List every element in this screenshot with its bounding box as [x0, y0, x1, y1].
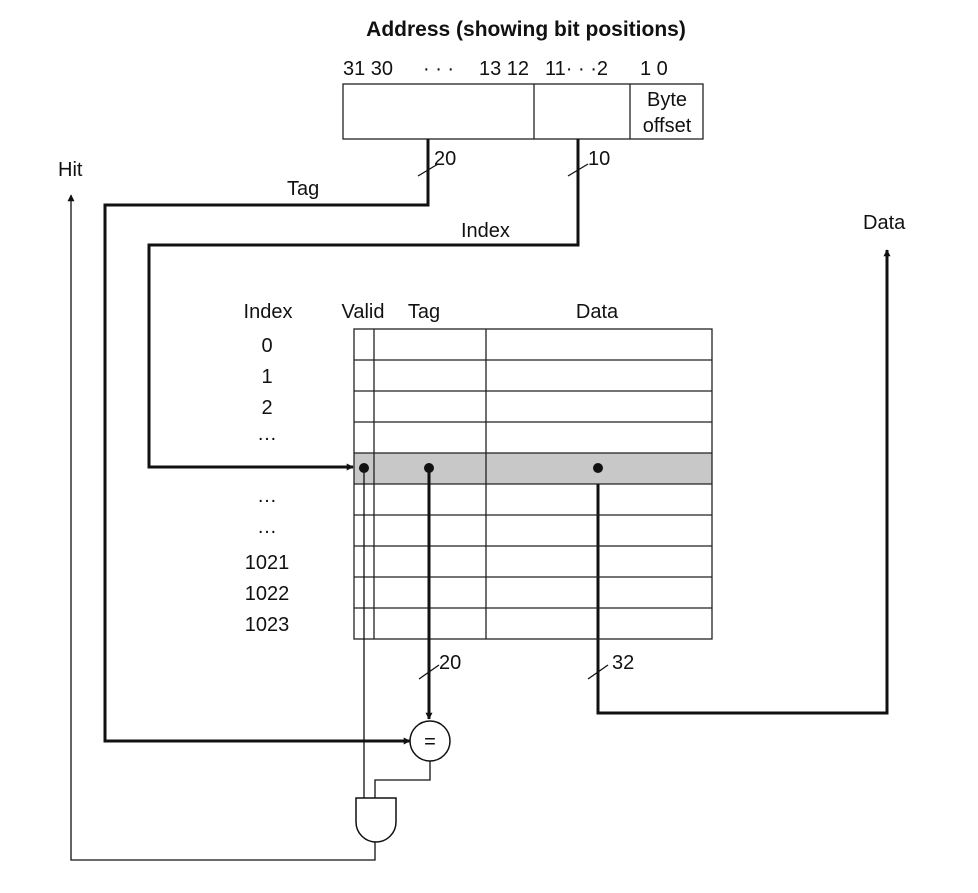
row-index-label: 1022	[245, 583, 290, 605]
tag-bus-slash	[417, 163, 439, 177]
cache-row-dividers	[354, 359, 712, 609]
stored-tag-slash	[418, 664, 440, 680]
tag-bus-wire	[103, 139, 430, 745]
comparator-to-and-wire	[374, 761, 431, 798]
bit-label-dots: · · ·	[423, 58, 454, 80]
data-output-label: Data	[863, 212, 906, 234]
column-header-data: Data	[576, 301, 619, 323]
row-index-label: 1023	[245, 614, 290, 636]
bit-label-1-0: 1 0	[640, 58, 668, 80]
tag-comparator: =	[409, 720, 451, 762]
valid-tap-dot	[359, 463, 369, 473]
column-header-valid: Valid	[342, 301, 385, 323]
byte-offset-label-line2: offset	[643, 115, 692, 137]
bit-label-11-2: 11· · ·2	[545, 58, 608, 80]
row-index-label: 1	[261, 366, 272, 388]
index-bus-slash	[567, 163, 589, 177]
and-gate	[355, 797, 397, 843]
selected-cache-row	[354, 453, 712, 484]
hit-output-wire	[67, 194, 376, 861]
hit-output-label: Hit	[58, 159, 83, 181]
column-header-index: Index	[244, 301, 293, 323]
data-tap-dot	[593, 463, 603, 473]
data-bus-slash	[587, 664, 609, 680]
comparator-symbol: =	[424, 731, 436, 753]
row-index-label: …	[257, 485, 277, 507]
row-index-label: 1021	[245, 552, 290, 574]
row-index-label: …	[257, 423, 277, 445]
tag-bus-width-label: 20	[434, 148, 456, 170]
byte-offset-label-line1: Byte	[647, 89, 687, 111]
address-title: Address (showing bit positions)	[366, 18, 686, 41]
index-bus-wire	[147, 139, 580, 471]
address-register: Byte offset	[342, 83, 704, 140]
tag-signal-label: Tag	[287, 178, 319, 200]
row-index-label: …	[257, 516, 277, 538]
column-header-tag: Tag	[408, 301, 440, 323]
index-bus-width-label: 10	[588, 148, 610, 170]
bit-label-13-12: 13 12	[479, 58, 529, 80]
index-signal-label: Index	[461, 220, 510, 242]
row-index-label: 0	[261, 335, 272, 357]
data-bus-width-label: 32	[612, 652, 634, 674]
data-output-wire	[596, 249, 891, 715]
cache-table: Index Valid Tag Data 0 1 2 … … … 1021 10…	[244, 301, 713, 640]
tag-tap-dot	[424, 463, 434, 473]
address-box	[342, 83, 704, 140]
row-index-label: 2	[261, 397, 272, 419]
bit-label-31-30: 31 30	[343, 58, 393, 80]
stored-tag-width-label: 20	[439, 652, 461, 674]
